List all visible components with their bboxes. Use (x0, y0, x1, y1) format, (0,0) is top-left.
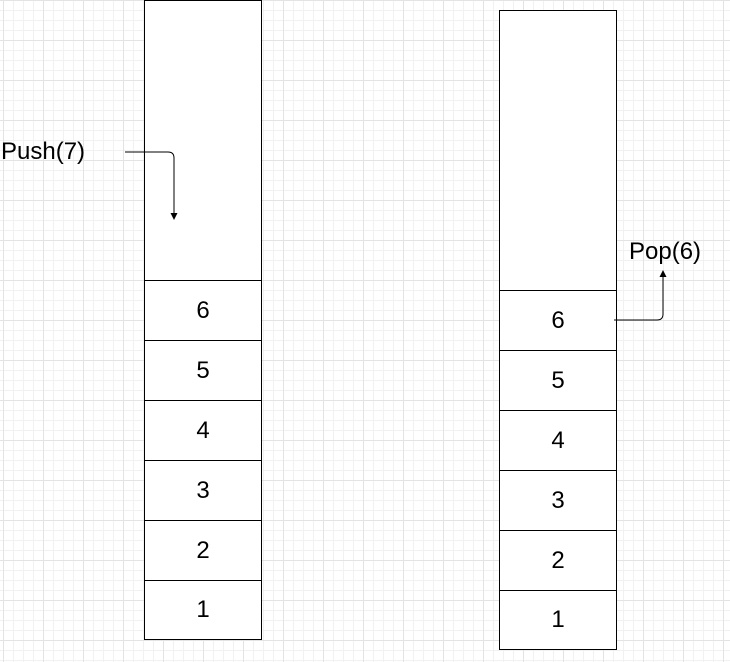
stack-cell: 1 (145, 580, 261, 639)
push-operation-label: Push(7) (1, 138, 86, 165)
stack-cell: 2 (145, 520, 261, 580)
stack-cell: 4 (145, 400, 261, 460)
stack-cell: 2 (500, 530, 616, 590)
stack-cell: 6 (500, 290, 616, 350)
pop-arrow (614, 270, 667, 321)
stack-cell: 3 (500, 470, 616, 530)
stack-cell: 1 (500, 590, 616, 649)
stack-after-pop: 6 5 4 3 2 1 (499, 10, 617, 650)
stack-cell: 4 (500, 410, 616, 470)
stack-cell: 5 (145, 340, 261, 400)
stack-cell: 5 (500, 350, 616, 410)
stack-before-push: 6 5 4 3 2 1 (144, 0, 262, 640)
stack-cell: 3 (145, 460, 261, 520)
stack-cell: 6 (145, 280, 261, 340)
pop-operation-label: Pop(6) (629, 238, 702, 265)
